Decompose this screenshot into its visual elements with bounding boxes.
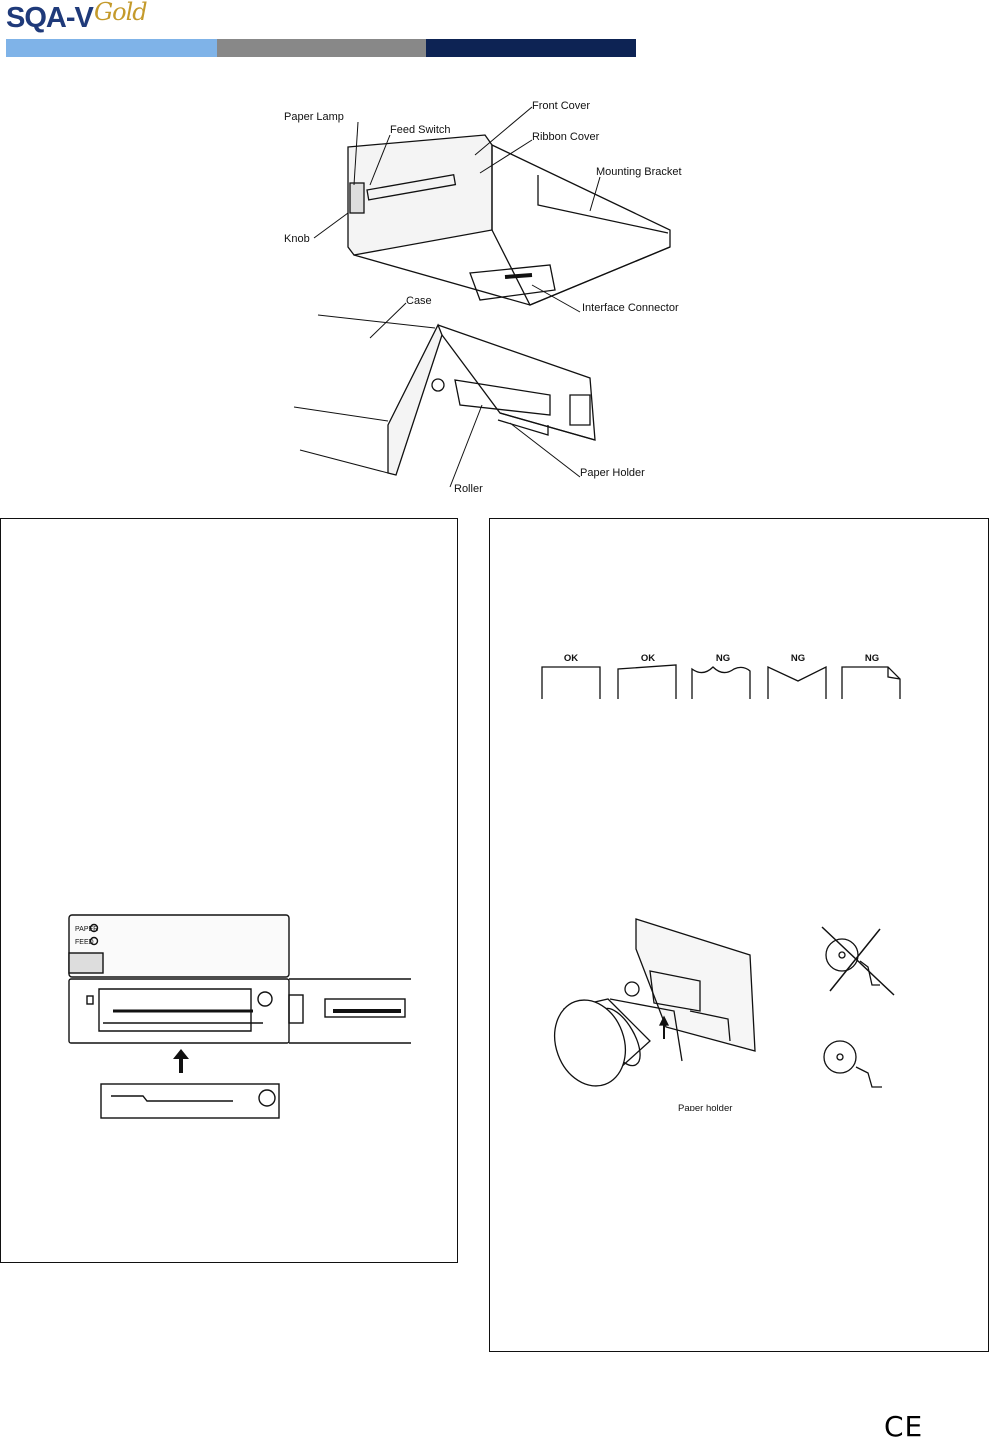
printer-label-paper: PAPER (75, 926, 98, 933)
ribbon-install-panel: PAPER FEED (0, 518, 458, 1263)
cut-example-4-label: NG (791, 653, 805, 664)
paper-install-panel: OK OK NG NG NG Paper hol (489, 518, 989, 1352)
cut-example-5-shape (841, 666, 901, 699)
printer-overview-diagram: Paper Lamp Feed Switch Front Cover Ribbo… (284, 100, 682, 495)
band-gray (217, 39, 426, 57)
paper-roll-diagram: Paper holder (554, 918, 895, 1111)
band-navy (426, 39, 636, 57)
cut-example-3-shape (691, 666, 751, 699)
label-feed-switch: Feed Switch (390, 124, 451, 136)
cut-example-5-label: NG (865, 653, 879, 664)
label-paper-holder: Paper Holder (580, 467, 645, 479)
cut-example-1-label: OK (564, 653, 578, 664)
label-front-cover: Front Cover (532, 100, 590, 112)
ribbon-install-diagram: PAPER FEED (68, 914, 411, 1119)
printer-label-feed: FEED (75, 939, 94, 946)
label-case: Case (406, 295, 432, 307)
logo-main-text: SQA-V (6, 2, 94, 34)
paper-cut-examples: OK OK NG NG NG (541, 653, 901, 699)
label-paper-lamp: Paper Lamp (284, 111, 344, 123)
ce-mark: CE (884, 1410, 924, 1443)
label-mounting-bracket: Mounting Bracket (596, 166, 682, 178)
cut-example-3-label: NG (716, 653, 730, 664)
logo-script-text: Gold (94, 0, 148, 26)
label-ribbon-cover: Ribbon Cover (532, 131, 600, 143)
cut-example-4-shape (767, 665, 827, 699)
paper-holder-label: Paper holder (678, 1103, 732, 1111)
cut-example-1-shape (541, 666, 601, 699)
label-knob: Knob (284, 233, 310, 245)
label-roller: Roller (454, 483, 483, 495)
label-interface-connector: Interface Connector (582, 302, 679, 314)
band-light-blue (6, 39, 217, 57)
cut-example-2-shape (617, 664, 677, 699)
cut-example-2-label: OK (641, 653, 655, 664)
